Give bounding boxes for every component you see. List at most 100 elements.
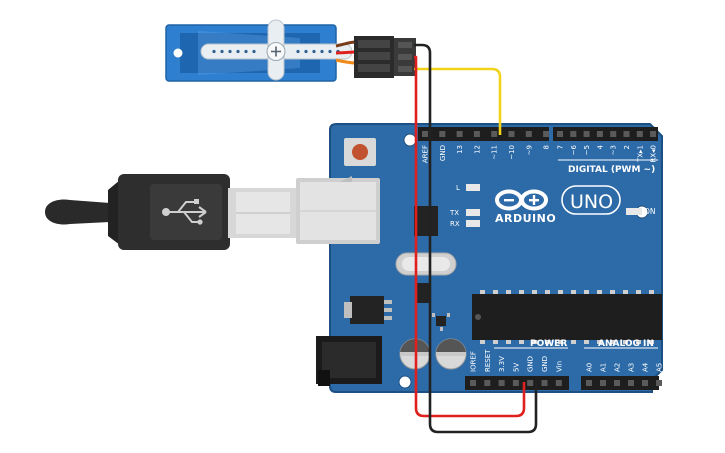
small-chip-2 [417, 283, 431, 303]
wire-signal[interactable] [414, 67, 502, 135]
pin-label: A3 [628, 363, 636, 372]
usb-icon [162, 199, 207, 225]
crystal-oscillator [395, 252, 457, 276]
arduino-infinity-logo [495, 189, 548, 211]
header-pin[interactable] [456, 131, 463, 137]
header-pin[interactable] [422, 131, 428, 137]
voltage-regulator [344, 296, 392, 324]
header-pin[interactable] [583, 131, 590, 137]
pin-label: 5V [512, 363, 520, 372]
pin-label: A4 [642, 362, 650, 372]
arduino-logo-text: ARDUINO [495, 212, 556, 225]
header-pin[interactable] [484, 380, 491, 386]
pin-label: Vin [555, 361, 563, 372]
pin-label: GND [439, 145, 447, 161]
pin-label: GND [527, 356, 535, 372]
power-label: POWER [530, 339, 567, 349]
pin-label: RESET [484, 349, 492, 372]
svg-text:TX: TX [449, 209, 459, 217]
analog-header[interactable] [581, 376, 662, 390]
servo-motor[interactable] [165, 19, 357, 82]
header-pin[interactable] [628, 380, 634, 386]
arduino-board[interactable]: L TX RX ON ARDUINO UNO [296, 123, 664, 393]
usb-port [296, 176, 380, 244]
servo-horn-holes [212, 49, 340, 54]
pin-label: 3.3V [498, 356, 506, 372]
header-pin[interactable] [656, 380, 662, 386]
wire-power[interactable] [414, 55, 526, 418]
capacitor-2 [435, 338, 467, 370]
wire-ground[interactable] [414, 43, 538, 434]
analog-pin-labels: A0 A1 A2 A3 A4 A5 [586, 362, 664, 372]
header-pin[interactable] [473, 131, 480, 137]
pin-label: A5 [656, 363, 664, 372]
digital-label: DIGITAL (PWM ~) [568, 165, 655, 175]
header-pin[interactable] [642, 380, 648, 386]
header-pin[interactable] [636, 131, 643, 137]
header-pin[interactable] [527, 380, 534, 386]
header-pin[interactable] [650, 131, 657, 137]
header-pin[interactable] [570, 131, 577, 137]
svg-text:UNO: UNO [570, 191, 613, 213]
header-pin[interactable] [491, 131, 498, 137]
pin-label: IOREF [470, 351, 478, 372]
pin-label: ~5 [583, 145, 591, 155]
pin-label: 2 [623, 145, 631, 149]
servo-horn[interactable] [200, 19, 353, 81]
pin-label: A0 [586, 363, 594, 372]
pin-label: ~9 [525, 145, 533, 155]
header-pin[interactable] [470, 380, 476, 386]
pin-label: ~11 [491, 145, 499, 160]
header-pin[interactable] [596, 131, 603, 137]
power-pin-labels: IOREF RESET 3.3V 5V GND GND Vin [470, 349, 564, 372]
usb-cable[interactable] [45, 174, 296, 250]
digital-header-left[interactable] [418, 127, 550, 141]
uno-badge: UNO [561, 185, 621, 215]
power-jack [316, 336, 382, 386]
servo-connector[interactable] [354, 36, 416, 78]
svg-text:ON: ON [644, 207, 656, 216]
header-pin[interactable] [508, 131, 515, 137]
small-chip-1 [414, 206, 438, 236]
pin-label: AREF [422, 145, 430, 163]
header-pin[interactable] [541, 380, 548, 386]
pin-label: A1 [600, 363, 608, 372]
header-pin[interactable] [600, 380, 606, 386]
pin-label: ~10 [508, 145, 516, 160]
led-l: L [456, 184, 480, 192]
svg-text:RX: RX [450, 220, 460, 228]
pin-label: ~3 [610, 145, 618, 155]
atmega-microcontroller [472, 290, 662, 344]
header-pin[interactable] [512, 380, 519, 386]
pin-label: A2 [614, 363, 622, 372]
power-header[interactable] [465, 376, 569, 390]
pin-label: 4 [596, 144, 604, 149]
pin-label: GND [541, 356, 549, 372]
transistor [432, 313, 450, 331]
pin-label: 13 [456, 145, 464, 154]
header-pin[interactable] [555, 380, 562, 386]
header-pin[interactable] [543, 131, 550, 137]
header-pin[interactable] [498, 380, 505, 386]
header-pin[interactable] [439, 131, 446, 137]
wires[interactable] [414, 43, 538, 434]
pin-label: 7 [557, 145, 565, 149]
pin-label: 8 [543, 145, 551, 149]
pin-label: ~6 [570, 144, 578, 155]
header-pin[interactable] [610, 131, 617, 137]
digital-header-right[interactable] [553, 127, 658, 141]
led-tx: TX [449, 209, 480, 217]
header-pin[interactable] [525, 131, 532, 137]
led-on: ON [626, 207, 656, 216]
header-pin[interactable] [623, 131, 630, 137]
header-pin[interactable] [614, 380, 620, 386]
header-pin[interactable] [557, 131, 563, 137]
led-rx: RX [450, 220, 480, 228]
reset-button[interactable] [344, 138, 376, 166]
header-pin[interactable] [586, 380, 592, 386]
pin-label: RX◂0 [650, 145, 658, 163]
servo-mount-hole-left [173, 48, 183, 58]
